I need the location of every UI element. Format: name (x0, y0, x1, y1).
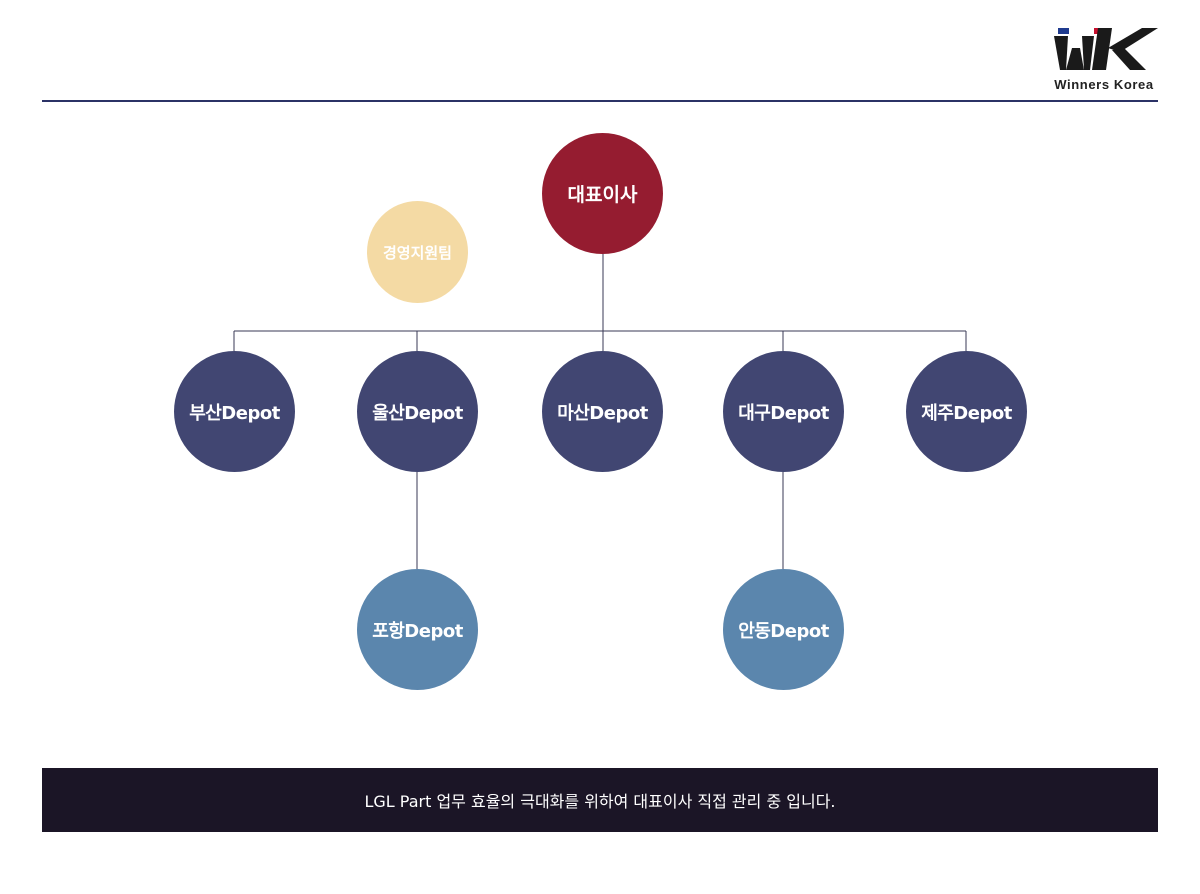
busan-depot-node: 부산Depot (174, 351, 295, 472)
jeju-depot-node: 제주Depot (906, 351, 1027, 472)
header-rule (42, 100, 1158, 102)
footer-note-bar: LGL Part 업무 효율의 극대화를 위하여 대표이사 직접 관리 중 입니… (42, 768, 1158, 832)
footer-note: LGL Part 업무 효율의 극대화를 위하여 대표이사 직접 관리 중 입니… (364, 792, 836, 811)
logo-text: Winners Korea (1054, 77, 1154, 92)
masan-depot-node: 마산Depot (542, 351, 663, 472)
winners-korea-logo: Winners Korea (1046, 22, 1162, 94)
management-support-node: 경영지원팀 (367, 201, 468, 303)
wk-logo-mark (1054, 28, 1158, 70)
daegu-depot-node: 대구Depot (723, 351, 844, 472)
ceo-node: 대표이사 (542, 133, 663, 254)
andong-depot-node: 안동Depot (723, 569, 844, 690)
pohang-depot-node: 포항Depot (357, 569, 478, 690)
ulsan-depot-node: 울산Depot (357, 351, 478, 472)
